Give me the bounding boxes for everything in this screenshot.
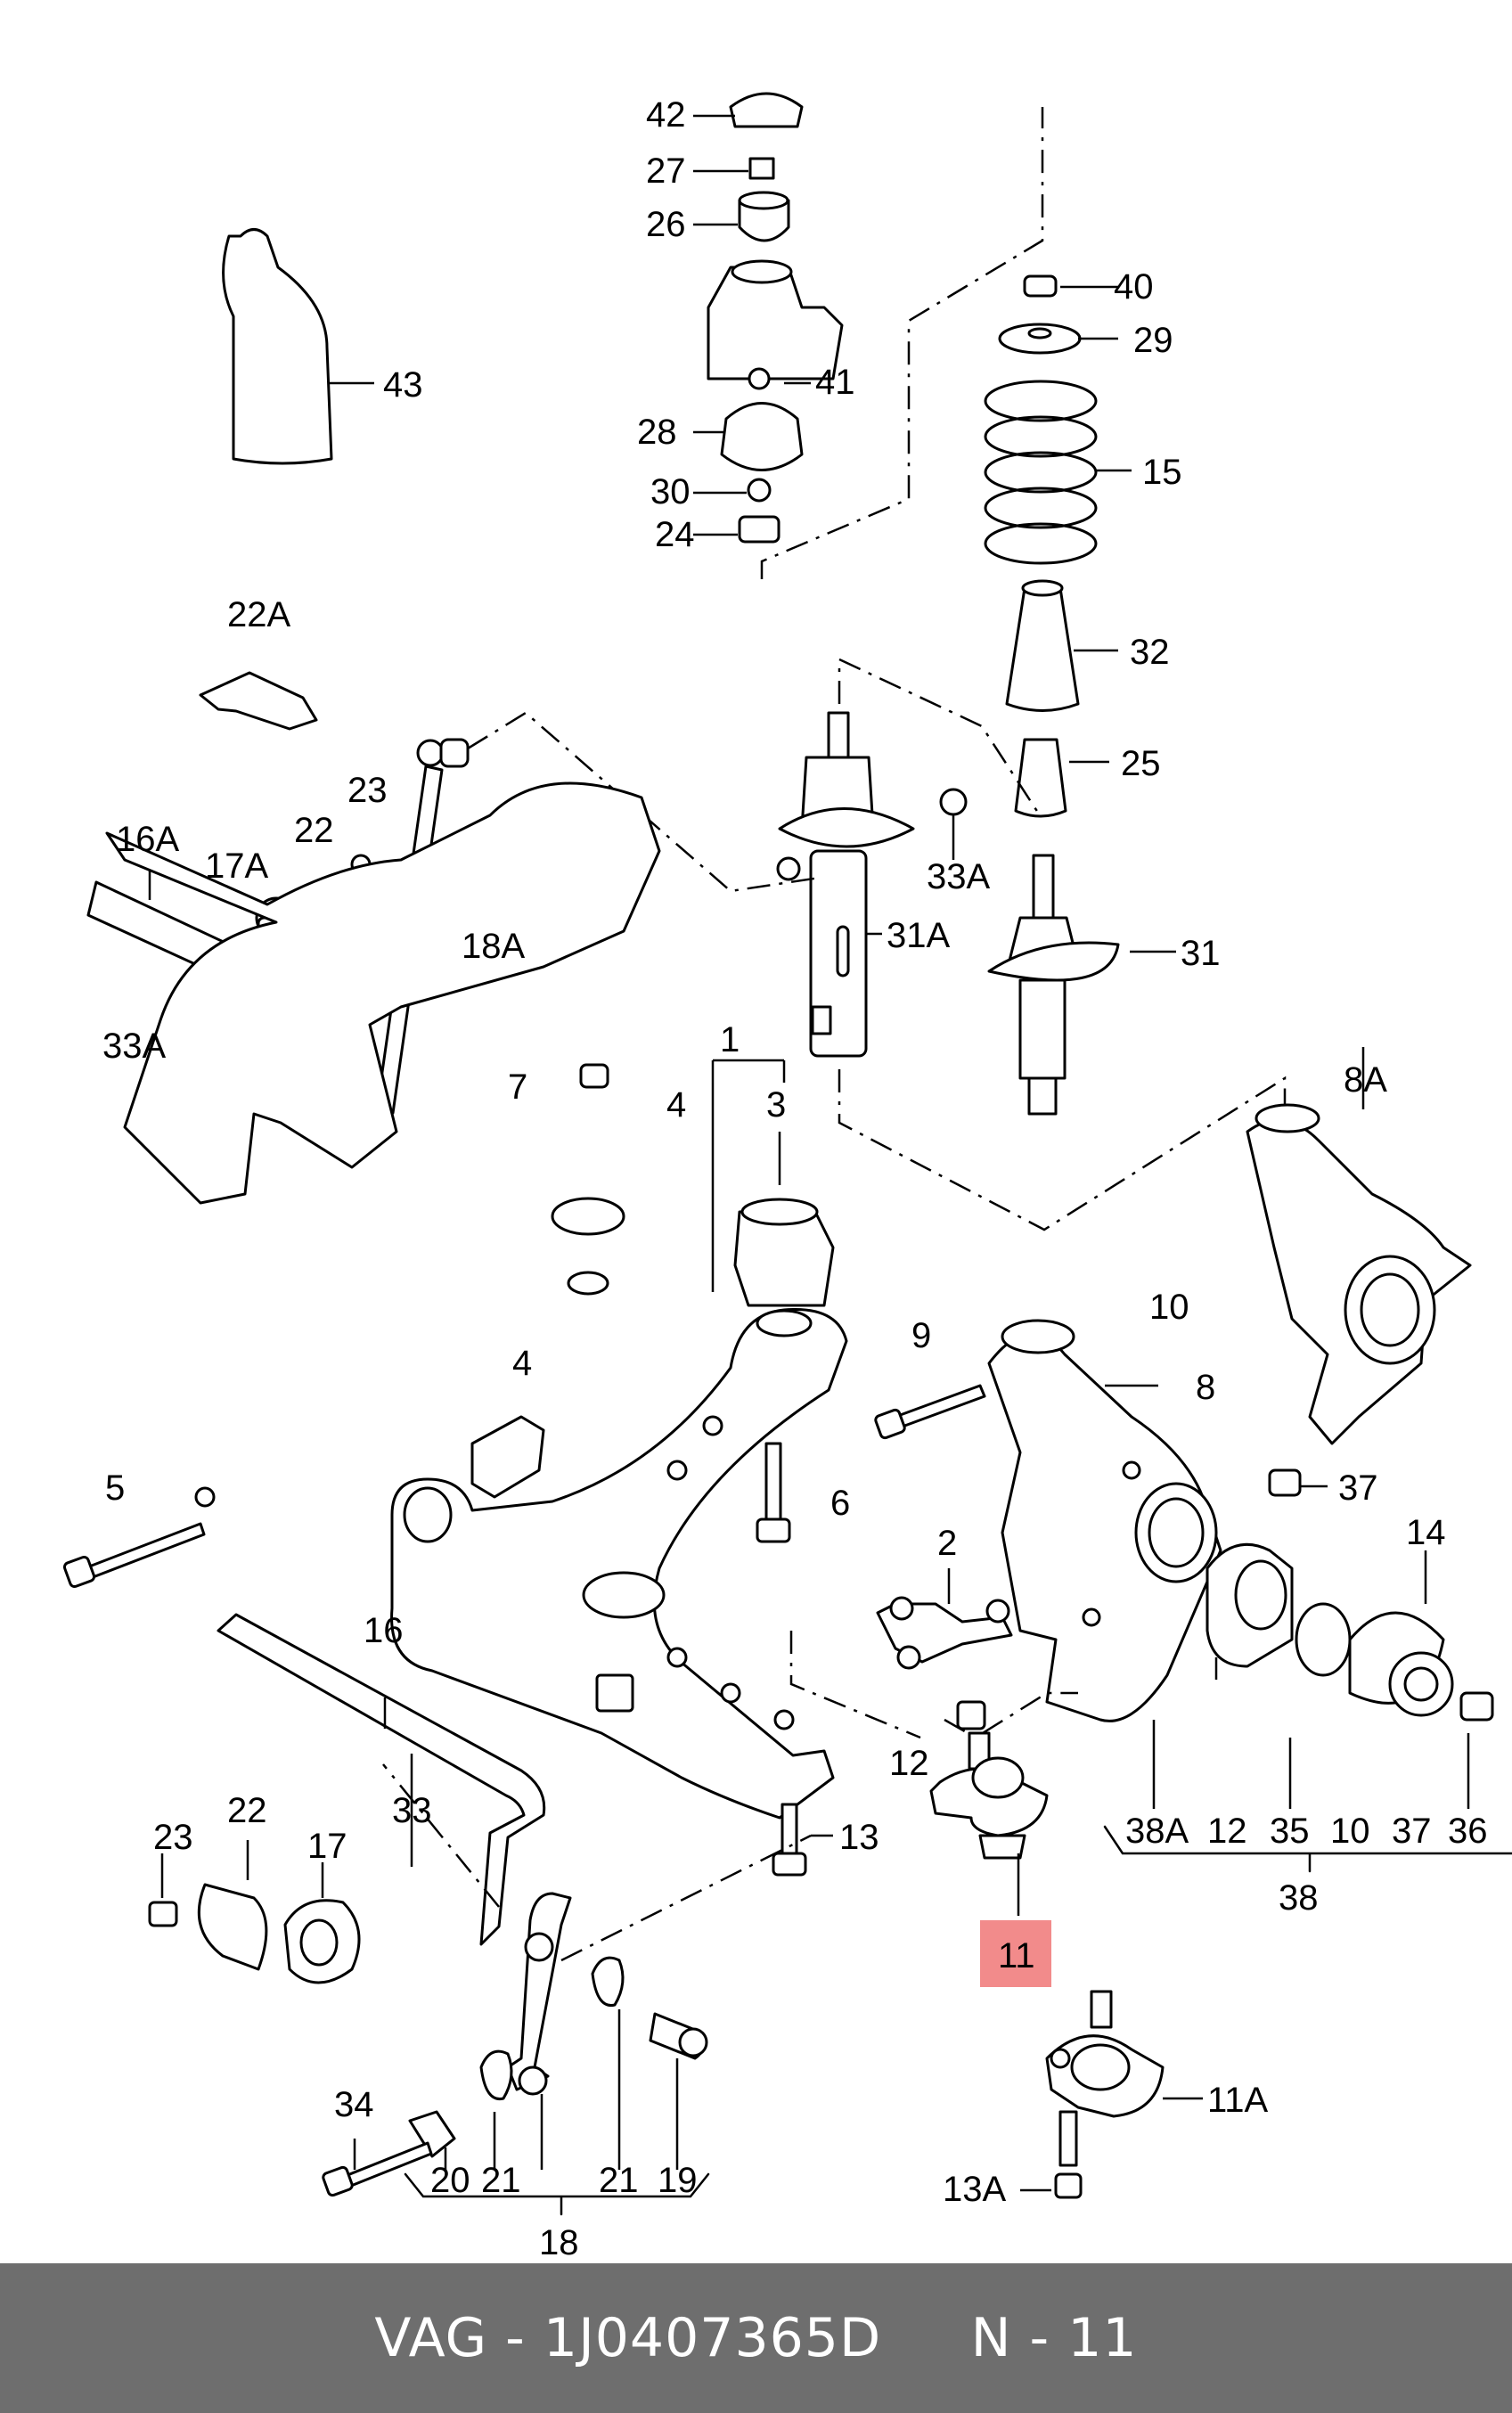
- bracket-38: [1103, 1825, 1512, 1873]
- ball-joint-11A: [1020, 1990, 1203, 2199]
- clamp-group-lower: [148, 1840, 361, 1984]
- label-3: 3: [766, 1085, 786, 1125]
- label-2: 2: [937, 1524, 957, 1563]
- label-33: 33: [392, 1791, 432, 1830]
- label-36: 36: [1448, 1812, 1488, 1851]
- footer-gap: [881, 2307, 970, 2369]
- label-31: 31: [1181, 934, 1221, 973]
- label-22A: 22A: [227, 595, 290, 634]
- label-28: 28: [637, 413, 677, 452]
- label-8: 8: [1196, 1368, 1215, 1407]
- label-29: 29: [1133, 321, 1173, 360]
- label-14: 14: [1406, 1513, 1446, 1552]
- label-16: 16: [364, 1611, 404, 1650]
- label-20: 20: [430, 2161, 470, 2200]
- label-16A: 16A: [116, 820, 179, 859]
- label-13A: 13A: [943, 2170, 1006, 2209]
- footer-brand: VAG: [374, 2307, 488, 2369]
- plate-2: [876, 1568, 1013, 1670]
- label-11: 11: [998, 1936, 1035, 1975]
- label-40: 40: [1114, 267, 1154, 307]
- label-30: 30: [650, 472, 691, 511]
- stabilizer-bar-16: [217, 1613, 546, 1946]
- label-38A: 38A: [1125, 1812, 1189, 1851]
- label-4-lower: 4: [512, 1344, 532, 1383]
- bolts: [62, 1063, 986, 1589]
- footer-bar: VAG - 1J0407365D N - 11: [0, 2263, 1512, 2413]
- label-33A-strut: 33A: [927, 857, 990, 896]
- label-25: 25: [1121, 744, 1161, 783]
- ball-joint-11: [929, 1700, 1049, 1916]
- bracket-18: [404, 2172, 710, 2216]
- stabilizer-link-18: [322, 1763, 812, 2197]
- label-32: 32: [1130, 633, 1170, 672]
- label-10-bracket: 10: [1330, 1812, 1370, 1851]
- label-33A-bar: 33A: [102, 1027, 166, 1066]
- label-21-right: 21: [599, 2161, 639, 2200]
- label-21: 21: [481, 2161, 521, 2200]
- label-37: 37: [1338, 1468, 1378, 1508]
- wheel-bearing-group-38: [1206, 1468, 1494, 1722]
- label-27: 27: [646, 151, 686, 191]
- label-17A: 17A: [205, 847, 268, 886]
- suspension-exploded-diagram: 42 27 26 41 28 30 24 40 29 15 32 25 31 3…: [62, 92, 1512, 2262]
- spring-assembly: [984, 274, 1132, 818]
- label-12-bracket: 12: [1207, 1812, 1247, 1851]
- footer-part-number: 1J0407365D: [543, 2307, 882, 2369]
- label-26: 26: [646, 205, 686, 244]
- label-9: 9: [911, 1316, 931, 1355]
- label-17: 17: [307, 1827, 347, 1866]
- label-19: 19: [658, 2161, 698, 2200]
- label-7: 7: [508, 1067, 527, 1107]
- label-6: 6: [830, 1484, 850, 1523]
- label-18A: 18A: [462, 927, 525, 966]
- label-23-lower: 23: [153, 1818, 193, 1857]
- label-8A: 8A: [1344, 1060, 1387, 1100]
- label-43: 43: [383, 365, 423, 405]
- steering-knuckle-8A: [1246, 1047, 1472, 1445]
- leader-dashes-arm: [789, 1631, 921, 1739]
- callout-labels: 42 27 26 41 28 30 24 40 29 15 32 25 31 3…: [102, 95, 1488, 2262]
- label-4: 4: [666, 1085, 686, 1125]
- label-22-lower: 22: [227, 1791, 267, 1830]
- label-31A: 31A: [887, 916, 950, 955]
- footer-separator: -: [487, 2307, 544, 2369]
- label-38: 38: [1279, 1878, 1319, 1918]
- leader-dashes-knuckle: [838, 1069, 1287, 1231]
- label-11A: 11A: [1207, 2081, 1269, 2120]
- shock-absorber-31: [987, 854, 1176, 1116]
- label-37-bracket: 37: [1392, 1812, 1432, 1851]
- label-1: 1: [720, 1020, 740, 1059]
- label-15: 15: [1142, 453, 1182, 492]
- label-18: 18: [539, 2223, 579, 2262]
- label-13: 13: [839, 1818, 879, 1857]
- leader-dashes-strut: [838, 658, 1042, 816]
- highlight-box-11: [980, 1920, 1051, 1987]
- label-22: 22: [294, 811, 334, 850]
- label-5: 5: [105, 1468, 125, 1508]
- paste-tube-43: [222, 228, 374, 465]
- label-23: 23: [347, 771, 388, 810]
- label-12: 12: [889, 1744, 929, 1783]
- strut-31A: [776, 711, 968, 1058]
- label-24: 24: [655, 515, 695, 554]
- footer-position: N - 11: [970, 2307, 1138, 2369]
- label-34: 34: [334, 2085, 374, 2124]
- leader-dashes-coupling: [467, 711, 821, 893]
- steering-knuckle-8: [987, 1319, 1222, 1722]
- subframe: [105, 781, 661, 1508]
- control-arm-1: [390, 1059, 848, 1820]
- leader-dashes-top: [760, 107, 1044, 579]
- bushings: [470, 1198, 835, 1499]
- label-10: 10: [1149, 1288, 1189, 1327]
- label-35: 35: [1270, 1812, 1310, 1851]
- label-41: 41: [815, 363, 855, 402]
- bolt-13: [772, 1803, 833, 1877]
- label-42: 42: [646, 95, 686, 135]
- strut-mount-stack: [693, 92, 844, 544]
